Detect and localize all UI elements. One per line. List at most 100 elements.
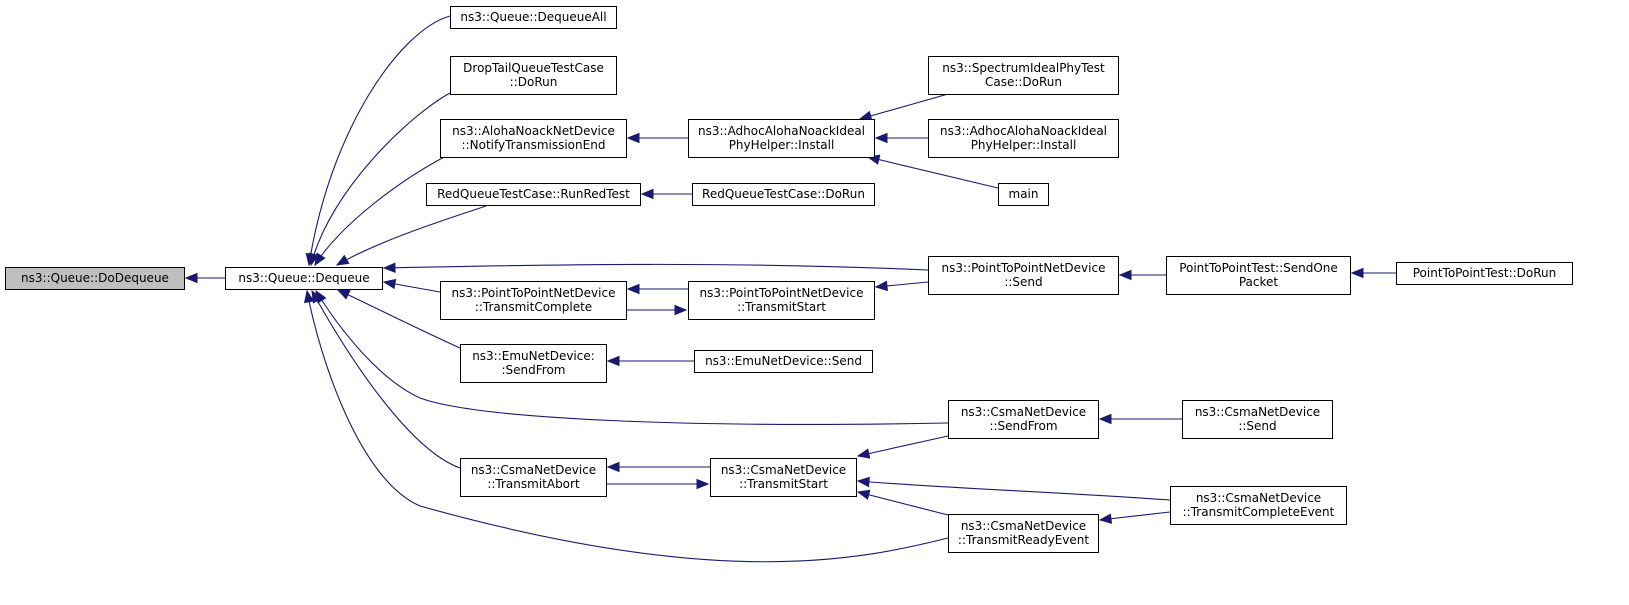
edge-n8-to-n1 bbox=[311, 289, 461, 469]
node-n21[interactable]: ns3::CsmaNetDevice::Send bbox=[1182, 400, 1333, 439]
node-box[interactable] bbox=[1170, 486, 1347, 525]
node-n16[interactable]: main bbox=[998, 183, 1049, 206]
edge-n1-to-n0 bbox=[184, 272, 225, 284]
node-label: ns3::CsmaNetDevice bbox=[471, 463, 596, 477]
edge-n3-to-n1 bbox=[308, 92, 451, 267]
node-box[interactable] bbox=[1396, 262, 1573, 285]
node-n6[interactable]: ns3::PointToPointNetDevice::TransmitComp… bbox=[440, 281, 627, 320]
node-n4[interactable]: ns3::AlohaNoackNetDevice::NotifyTransmis… bbox=[440, 119, 627, 158]
arrow-head bbox=[1350, 267, 1364, 279]
node-n2[interactable]: ns3::Queue::DequeueAll bbox=[450, 6, 617, 29]
node-n0[interactable]: ns3::Queue::DoDequeue bbox=[5, 267, 185, 290]
node-label: ::DoRun bbox=[510, 75, 558, 89]
node-n11[interactable]: ns3::PointToPointNetDevice::TransmitStar… bbox=[688, 281, 875, 320]
node-box[interactable] bbox=[948, 400, 1099, 439]
node-box[interactable] bbox=[688, 281, 875, 320]
node-label: PhyHelper::Install bbox=[729, 138, 835, 152]
edge-n7-to-n1 bbox=[336, 289, 461, 349]
edge-line bbox=[306, 290, 949, 563]
arrow-head bbox=[311, 289, 323, 304]
node-box[interactable] bbox=[692, 183, 875, 206]
arrow-head bbox=[856, 476, 870, 488]
node-n3[interactable]: DropTailQueueTestCase::DoRun bbox=[450, 56, 617, 95]
node-box[interactable] bbox=[928, 56, 1119, 95]
node-box[interactable] bbox=[998, 183, 1049, 206]
node-box[interactable] bbox=[948, 514, 1099, 553]
edge-n20-to-n17 bbox=[1118, 269, 1166, 281]
edge-n8-to-n13 bbox=[606, 478, 710, 490]
node-n22[interactable]: ns3::CsmaNetDevice::TransmitCompleteEven… bbox=[1170, 486, 1347, 525]
node-n23[interactable]: PointToPointTest::DoRun bbox=[1396, 262, 1573, 285]
node-label: ns3::CsmaNetDevice bbox=[961, 405, 1086, 419]
edge-n17-to-n11 bbox=[874, 280, 929, 292]
edge-line bbox=[337, 289, 461, 349]
arrow-head bbox=[674, 304, 688, 316]
node-box[interactable] bbox=[426, 183, 641, 206]
node-box[interactable] bbox=[5, 267, 185, 290]
nodes-layer: ns3::Queue::DoDequeue ns3::Queue::Dequeue… bbox=[5, 6, 1573, 553]
node-label: ns3::Queue::DequeueAll bbox=[460, 10, 606, 24]
node-box[interactable] bbox=[928, 119, 1119, 158]
node-box[interactable] bbox=[225, 267, 383, 290]
node-box[interactable] bbox=[460, 344, 607, 383]
node-label: :SendFrom bbox=[502, 363, 566, 377]
node-label: ns3::EmuNetDevice::Send bbox=[705, 354, 862, 368]
arrow-head bbox=[606, 355, 620, 367]
node-box[interactable] bbox=[1182, 400, 1333, 439]
node-box[interactable] bbox=[1166, 256, 1351, 295]
node-label: RedQueueTestCase::DoRun bbox=[702, 187, 865, 201]
node-n15[interactable]: ns3::AdhocAlohaNoackIdealPhyHelper::Inst… bbox=[928, 119, 1119, 158]
arrow-head bbox=[856, 489, 871, 500]
node-label: DropTailQueueTestCase bbox=[463, 61, 604, 75]
node-n8[interactable]: ns3::CsmaNetDevice::TransmitAbort bbox=[460, 458, 607, 497]
node-label: ::TransmitStart bbox=[739, 477, 828, 491]
node-n1[interactable]: ns3::Queue::Dequeue bbox=[225, 267, 383, 290]
arrow-head bbox=[874, 132, 888, 144]
node-box[interactable] bbox=[688, 119, 875, 158]
node-n10[interactable]: RedQueueTestCase::DoRun bbox=[692, 183, 875, 206]
node-n12[interactable]: ns3::EmuNetDevice::Send bbox=[694, 350, 873, 373]
node-box[interactable] bbox=[440, 119, 627, 158]
node-label: main bbox=[1009, 187, 1039, 201]
node-n18[interactable]: ns3::CsmaNetDevice::SendFrom bbox=[948, 400, 1099, 439]
node-label: ::TransmitCompleteEvent bbox=[1183, 505, 1335, 519]
node-label: ::TransmitComplete bbox=[475, 300, 592, 314]
edge-n15-to-n9 bbox=[874, 132, 928, 144]
node-n7[interactable]: ns3::EmuNetDevice::SendFrom bbox=[460, 344, 607, 383]
node-label: ns3::Queue::Dequeue bbox=[238, 271, 369, 285]
edge-line bbox=[867, 156, 999, 189]
edge-line bbox=[859, 93, 949, 120]
node-label: PointToPointTest::SendOne bbox=[1179, 261, 1338, 275]
node-box[interactable] bbox=[928, 256, 1119, 295]
edge-n23-to-n20 bbox=[1350, 267, 1396, 279]
node-label: ns3::CsmaNetDevice bbox=[1195, 405, 1320, 419]
edge-n11-to-n6 bbox=[626, 283, 688, 295]
node-box[interactable] bbox=[450, 6, 617, 29]
node-label: ::TransmitAbort bbox=[487, 477, 580, 491]
edge-n21-to-n18 bbox=[1098, 413, 1182, 425]
node-box[interactable] bbox=[440, 281, 627, 320]
node-n19[interactable]: ns3::CsmaNetDevice::TransmitReadyEvent bbox=[948, 514, 1099, 553]
node-n5[interactable]: RedQueueTestCase::RunRedTest bbox=[426, 183, 641, 206]
node-label: ns3::PointToPointNetDevice bbox=[942, 261, 1106, 275]
node-box[interactable] bbox=[694, 350, 873, 373]
edge-n18-to-n13 bbox=[856, 435, 949, 459]
node-box[interactable] bbox=[460, 458, 607, 497]
node-box[interactable] bbox=[710, 458, 857, 497]
edge-line bbox=[308, 15, 451, 266]
edge-line bbox=[857, 435, 949, 457]
node-label: ::Send bbox=[1238, 419, 1276, 433]
edge-n5-to-n1 bbox=[335, 205, 487, 266]
arrow-head bbox=[626, 283, 640, 295]
edge-n13-to-n8 bbox=[606, 461, 710, 473]
node-box[interactable] bbox=[450, 56, 617, 95]
edge-n9-to-n4 bbox=[626, 132, 688, 144]
node-n9[interactable]: ns3::AdhocAlohaNoackIdealPhyHelper::Inst… bbox=[688, 119, 875, 158]
node-n13[interactable]: ns3::CsmaNetDevice::TransmitStart bbox=[710, 458, 857, 497]
node-n17[interactable]: ns3::PointToPointNetDevice::Send bbox=[928, 256, 1119, 295]
edge-line bbox=[1099, 511, 1171, 521]
arrow-head bbox=[626, 132, 640, 144]
